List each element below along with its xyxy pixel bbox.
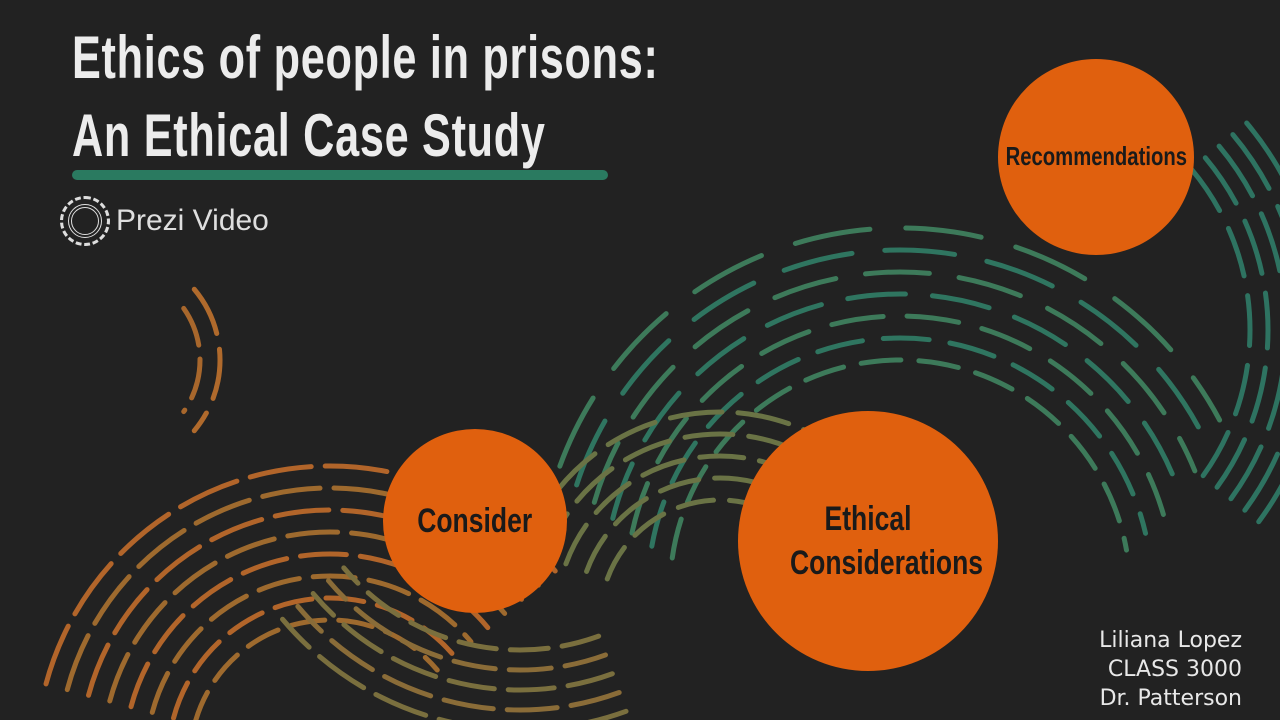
dashed-arc xyxy=(1202,155,1271,505)
author-instructor: Dr. Patterson xyxy=(1099,686,1242,711)
dashed-arc xyxy=(341,565,602,653)
dashed-arc xyxy=(1189,166,1253,494)
dashed-arc xyxy=(557,225,1223,469)
dashed-arc xyxy=(171,595,457,720)
dashed-arc xyxy=(584,475,794,574)
dashed-arc xyxy=(1216,143,1280,517)
watermark-label: Prezi Video xyxy=(116,204,269,237)
author-block: Liliana Lopez CLASS 3000 Dr. Patterson xyxy=(1099,626,1242,713)
dashed-arc xyxy=(610,291,1183,521)
author-name: Liliana Lopez xyxy=(1099,628,1242,653)
prezi-video-watermark: Prezi Video xyxy=(60,196,269,246)
topic-ethical-considerations[interactable]: Ethical Considerations xyxy=(738,411,998,671)
dashed-arc xyxy=(295,603,622,713)
prezi-logo-icon xyxy=(60,196,110,246)
dashed-arc xyxy=(1230,132,1280,528)
dashed-arc xyxy=(649,335,1149,549)
title-underline xyxy=(72,170,608,180)
topic-label: Consider xyxy=(417,501,533,540)
topic-label: Ethical Considerations xyxy=(790,499,984,582)
dashed-arc xyxy=(629,313,1166,536)
dashed-arc xyxy=(669,357,1130,561)
topic-label: Recommendations xyxy=(1005,141,1187,172)
topic-consider[interactable]: Consider xyxy=(383,429,567,613)
title-line-2: An Ethical Case Study xyxy=(72,102,546,169)
dashed-arc xyxy=(591,269,1198,505)
dashed-arc xyxy=(149,573,474,715)
dashed-arc xyxy=(325,578,609,673)
dashed-arc xyxy=(181,305,203,415)
dashed-arc xyxy=(191,286,223,434)
dashed-arc xyxy=(574,247,1211,488)
dashed-arc xyxy=(280,616,629,720)
author-class: CLASS 3000 xyxy=(1107,657,1242,682)
topic-recommendations[interactable]: Recommendations xyxy=(998,59,1194,255)
dashed-arc xyxy=(310,591,615,693)
title-line-1: Ethics of people in prisons: xyxy=(72,24,659,91)
